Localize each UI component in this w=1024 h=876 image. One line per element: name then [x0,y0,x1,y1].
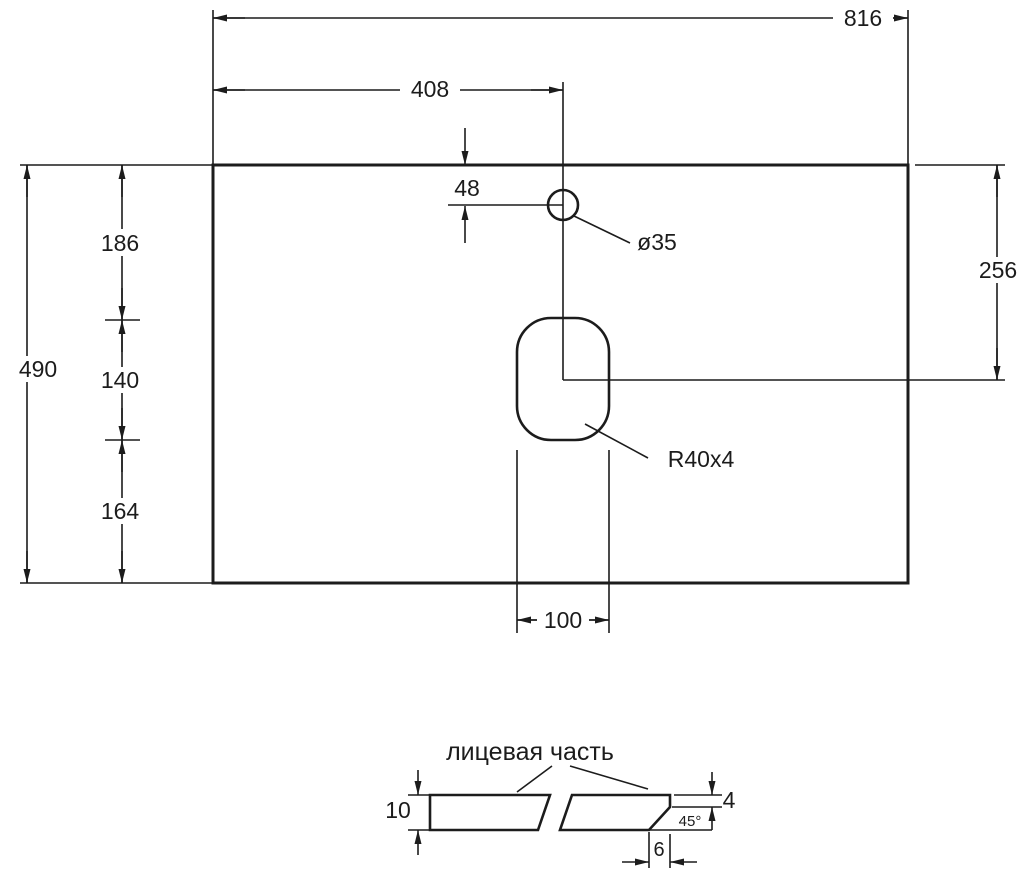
dim-total-depth: 490 [19,356,57,382]
dim-left-top: 186 [101,230,139,256]
text-backing [94,367,146,393]
text-backing [972,257,1024,283]
dim-cutout-width: 100 [544,607,582,633]
text-backing [94,229,146,256]
section-left-part [428,793,552,832]
text-backing [94,498,146,524]
dimension-thickness: 10 [385,770,422,855]
cutout-radius-callout: R40x4 [584,423,735,472]
text-backing [833,6,893,31]
dim-hole-offset: 48 [454,175,480,201]
dimension-cutout-width: 100 [517,607,609,633]
countertop-outline [211,163,910,585]
dim-thickness: 10 [385,797,411,823]
dim-total-width: 816 [844,5,882,31]
dimension-left-top: 186 [94,165,146,320]
leader-line [516,765,553,793]
dim-left-middle: 140 [101,367,139,393]
dimension-right-offset: 256 [972,165,1024,380]
dimension-chamfer-height: 4 [708,772,736,830]
section-extension-lines [408,794,722,868]
text-backing [537,607,589,633]
dim-right-offset: 256 [979,257,1017,283]
dim-chamfer-height: 4 [723,787,736,813]
dimension-total-width: 816 [213,5,908,31]
leader-line [569,765,649,790]
dimension-chamfer-width: 6 [622,839,697,866]
dimension-left-bottom: 164 [94,440,146,583]
dimension-hole-offset: 48 [454,128,480,243]
chamfer-angle-label: 45° [679,813,702,830]
text-backing [12,356,64,382]
hole-diameter-callout: ø35 [573,215,677,255]
section-view: лицевая часть 10 4 45° [385,738,736,868]
extension-lines [20,10,1005,633]
dimension-left-middle: 140 [94,320,146,440]
plan-view: 816 408 48 ø35 256 [12,5,1024,633]
hole-diameter-label: ø35 [637,229,677,255]
dim-left-bottom: 164 [101,498,140,524]
section-right-part [558,793,672,832]
dim-half-width: 408 [411,76,449,102]
cutout-radius-label: R40x4 [668,446,735,472]
dimension-total-depth: 490 [12,165,64,583]
leader-line [573,215,631,244]
section-title: лицевая часть [446,738,614,766]
dimension-half-width: 408 [213,76,563,102]
text-backing [400,77,460,102]
leader-line [584,423,649,459]
dim-chamfer-width: 6 [653,839,664,861]
